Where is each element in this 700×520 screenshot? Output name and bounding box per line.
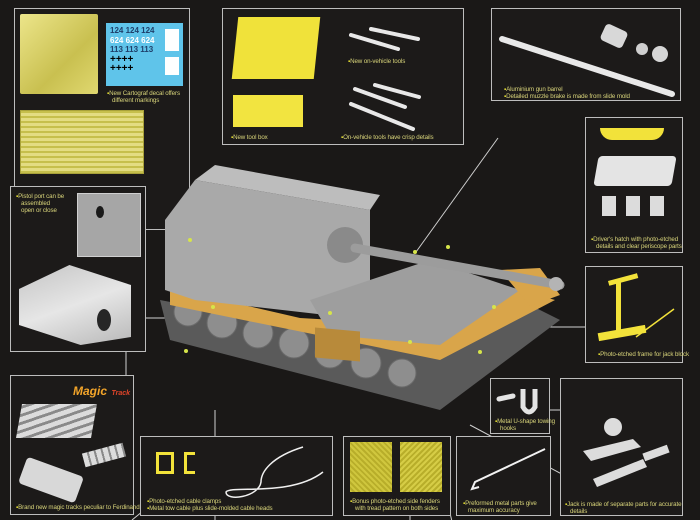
decal-number-row: 624 624 624 — [110, 35, 155, 45]
decal-number-row: 113 113 113 — [110, 45, 154, 54]
periscopes — [602, 196, 672, 218]
metal-parts-caption: Preformed metal parts give maximum accur… — [463, 500, 537, 514]
hatch-frame-yellow — [600, 128, 664, 140]
gun-barrel-panel: Aluminium gun barrel Detailed muzzle bra… — [491, 8, 681, 101]
callout-dot — [184, 349, 188, 353]
tow-cable-caption: Photo-etched cable clamps Metal tow cabl… — [147, 498, 273, 512]
jack-frame-panel: Photo-etched frame for jack block — [585, 266, 689, 363]
caption-crisp-tools: On-vehicle tools have crisp details — [341, 134, 433, 141]
callout-dot — [492, 305, 496, 309]
metal-rod-illustration — [470, 448, 546, 491]
jack-frame-illustration — [597, 273, 675, 342]
side-fenders-caption: Bonus photo-etched side fenders with tre… — [350, 498, 440, 512]
decal-caption: New Cartograf decal offers different mar… — [107, 90, 180, 104]
decal-number-row: 124 124 124 — [110, 26, 155, 35]
magic-track-logo: Magic Track — [73, 384, 131, 398]
caption-new-tools: New on-vehicle tools — [348, 58, 405, 65]
decal-cross-row: ++++ — [110, 53, 134, 65]
gun-barrel-caption: Aluminium gun barrel Detailed muzzle bra… — [504, 86, 630, 100]
metal-parts-panel: Preformed metal parts give maximum accur… — [456, 436, 551, 516]
jack-illustration — [583, 418, 670, 487]
fender-pattern-right — [400, 442, 442, 492]
magic-track-caption: Brand new magic tracks peculiar to Ferdi… — [16, 504, 140, 511]
jack-caption: Jack is made of separate parts for accur… — [565, 501, 681, 515]
callout-dot — [446, 245, 450, 249]
callout-dot — [478, 350, 482, 354]
fender-pattern-left — [350, 442, 392, 492]
callout-dot — [211, 305, 215, 309]
u-hook-illustration — [496, 389, 538, 415]
callout-dot — [408, 340, 412, 344]
tools-illustration — [349, 27, 421, 131]
decal-sheet: 124 124 124 624 624 624 113 113 113 ++++… — [106, 23, 183, 86]
tools-panel: New on-vehicle tools New tool box On-veh… — [222, 8, 464, 145]
jack-panel: Jack is made of separate parts for accur… — [560, 378, 683, 516]
towing-hooks-panel: Metal U-shape towing hooks — [490, 378, 555, 434]
towing-hooks-caption: Metal U-shape towing hooks — [495, 418, 555, 432]
tow-cable-illustration — [225, 446, 324, 498]
gun-barrel-illustration — [499, 24, 675, 97]
callout-dot — [413, 250, 417, 254]
toolbox-closed — [233, 95, 303, 127]
tow-cable-panel: Photo-etched cable clamps Metal tow cabl… — [140, 436, 333, 516]
photoetch-fret — [20, 110, 144, 174]
pistol-port-closeup — [77, 193, 141, 257]
callout-dot — [188, 238, 192, 242]
callout-dot — [328, 311, 332, 315]
jack-frame-caption: Photo-etched frame for jack block — [598, 351, 689, 358]
side-fenders-panel: Bonus photo-etched side fenders with tre… — [343, 436, 451, 516]
caption-tool-box: New tool box — [231, 134, 268, 141]
drivers-hatch-caption: Driver's hatch with photo-etched details… — [591, 236, 682, 250]
pistol-port-panel: Pistol port can be assembled open or clo… — [10, 186, 146, 352]
pistol-port-caption: Pistol port can be assembled open or clo… — [16, 193, 64, 215]
magic-track-panel: Magic Track Brand new magic tracks pecul… — [10, 375, 140, 515]
photoetch-sheet-large — [20, 14, 98, 94]
decal-cross-row: ++++ — [110, 63, 134, 74]
drivers-hatch-panel: Driver's hatch with photo-etched details… — [585, 117, 683, 253]
